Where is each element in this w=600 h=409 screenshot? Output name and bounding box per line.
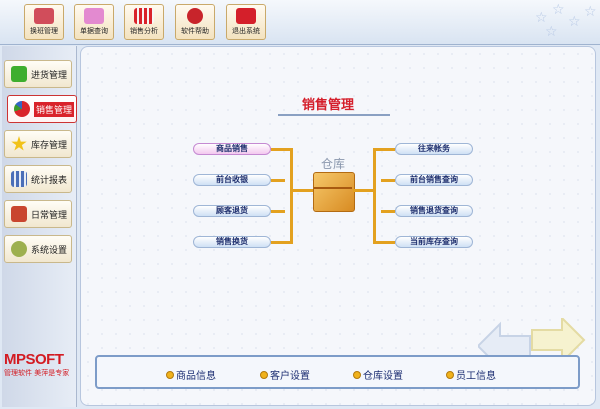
item-accounts[interactable]: 往来帐务 (395, 143, 473, 155)
sidebar-item-label: 进货管理 (31, 70, 68, 81)
sidebar-item-sales[interactable]: 销售管理 (7, 95, 77, 123)
toolbar-label: 换班管理 (30, 27, 58, 35)
sidebar-item-purchase[interactable]: 进货管理 (4, 60, 72, 88)
plus-icon (11, 66, 27, 82)
link-label: 仓库设置 (363, 371, 403, 382)
star-decoration-icon: ☆ (568, 14, 581, 30)
connector-line (293, 189, 313, 192)
warehouse-box-icon (313, 172, 355, 212)
pie-icon (14, 101, 30, 117)
bullet-icon (446, 370, 454, 379)
quick-links-panel (95, 355, 580, 389)
warehouse-label: 仓库 (321, 157, 346, 171)
top-toolbar: 换班管理 单据查询 销售分析 软件帮助 退出系统 ☆ ☆ ☆ ☆ ☆ (0, 0, 600, 45)
bullet-icon (166, 370, 174, 379)
sidebar: 进货管理 销售管理 库存管理 统计报表 日常管理 系统设置 (2, 46, 77, 407)
item-customer-return[interactable]: 顾客退货 (193, 205, 271, 217)
sidebar-item-reports[interactable]: 统计报表 (4, 165, 72, 193)
link-warehouse-settings[interactable]: 仓库设置 (353, 367, 403, 382)
exit-system-button[interactable]: 退出系统 (226, 4, 266, 40)
connector-line (271, 179, 285, 182)
connector-line (271, 241, 285, 244)
document-query-button[interactable]: 单据查询 (74, 4, 114, 40)
item-front-cashier[interactable]: 前台收银 (193, 174, 271, 186)
page-title: 销售管理 (302, 97, 355, 112)
sidebar-item-label: 库存管理 (31, 140, 68, 151)
link-label: 商品信息 (176, 371, 216, 382)
star-decoration-icon: ☆ (584, 4, 597, 20)
link-customer-settings[interactable]: 客户设置 (260, 367, 310, 382)
sidebar-item-label: 日常管理 (31, 210, 68, 221)
connector-bracket (373, 148, 383, 244)
bar-chart-icon (134, 8, 154, 24)
item-front-sales-query[interactable]: 前台销售查询 (395, 174, 473, 186)
software-help-button[interactable]: 软件帮助 (175, 4, 215, 40)
item-stock-query[interactable]: 当前库存查询 (395, 236, 473, 248)
star-decoration-icon: ☆ (552, 2, 565, 18)
brand-logo: MPSOFT 管理软件 美萍是专家 (4, 351, 74, 381)
toolbar-label: 单据查询 (80, 27, 108, 35)
star-decoration-icon: ☆ (545, 24, 558, 40)
sidebar-item-label: 系统设置 (31, 245, 68, 256)
bullet-icon (260, 370, 268, 379)
title-underline (278, 114, 390, 116)
star-decoration-icon: ☆ (535, 10, 548, 26)
connector-line (381, 210, 395, 213)
connector-line (271, 210, 285, 213)
connector-bracket (283, 148, 293, 244)
link-label: 客户设置 (270, 371, 310, 382)
help-icon (187, 8, 203, 24)
star-icon (11, 136, 27, 151)
gear-icon (11, 241, 27, 257)
power-icon (236, 8, 256, 24)
item-sales-exchange[interactable]: 销售换货 (193, 236, 271, 248)
link-label: 员工信息 (456, 371, 496, 382)
hammer-icon (11, 206, 27, 222)
item-product-sales[interactable]: 商品销售 (193, 143, 271, 155)
connector-line (381, 179, 395, 182)
bullet-icon (353, 370, 361, 379)
logo-text: MPSOFT (4, 351, 64, 368)
connector-line (353, 189, 373, 192)
connector-line (381, 241, 395, 244)
toolbar-label: 退出系统 (232, 27, 260, 35)
logo-slogan: 管理软件 美萍是专家 (4, 369, 70, 377)
magnifier-icon (84, 8, 104, 24)
toolbar-label: 软件帮助 (181, 27, 209, 35)
link-product-info[interactable]: 商品信息 (166, 367, 216, 382)
sidebar-item-label: 销售管理 (34, 101, 75, 117)
connector-line (271, 148, 285, 151)
sidebar-item-settings[interactable]: 系统设置 (4, 235, 72, 263)
shift-management-button[interactable]: 换班管理 (24, 4, 64, 40)
sidebar-item-label: 统计报表 (31, 175, 68, 186)
link-employee-info[interactable]: 员工信息 (446, 367, 496, 382)
sidebar-item-daily[interactable]: 日常管理 (4, 200, 72, 228)
item-sales-return-query[interactable]: 销售退货查询 (395, 205, 473, 217)
sidebar-item-inventory[interactable]: 库存管理 (4, 130, 72, 158)
shift-icon (34, 8, 54, 24)
toolbar-label: 销售分析 (130, 27, 158, 35)
chart-icon (11, 171, 27, 187)
sales-analysis-button[interactable]: 销售分析 (124, 4, 164, 40)
connector-line (381, 148, 395, 151)
